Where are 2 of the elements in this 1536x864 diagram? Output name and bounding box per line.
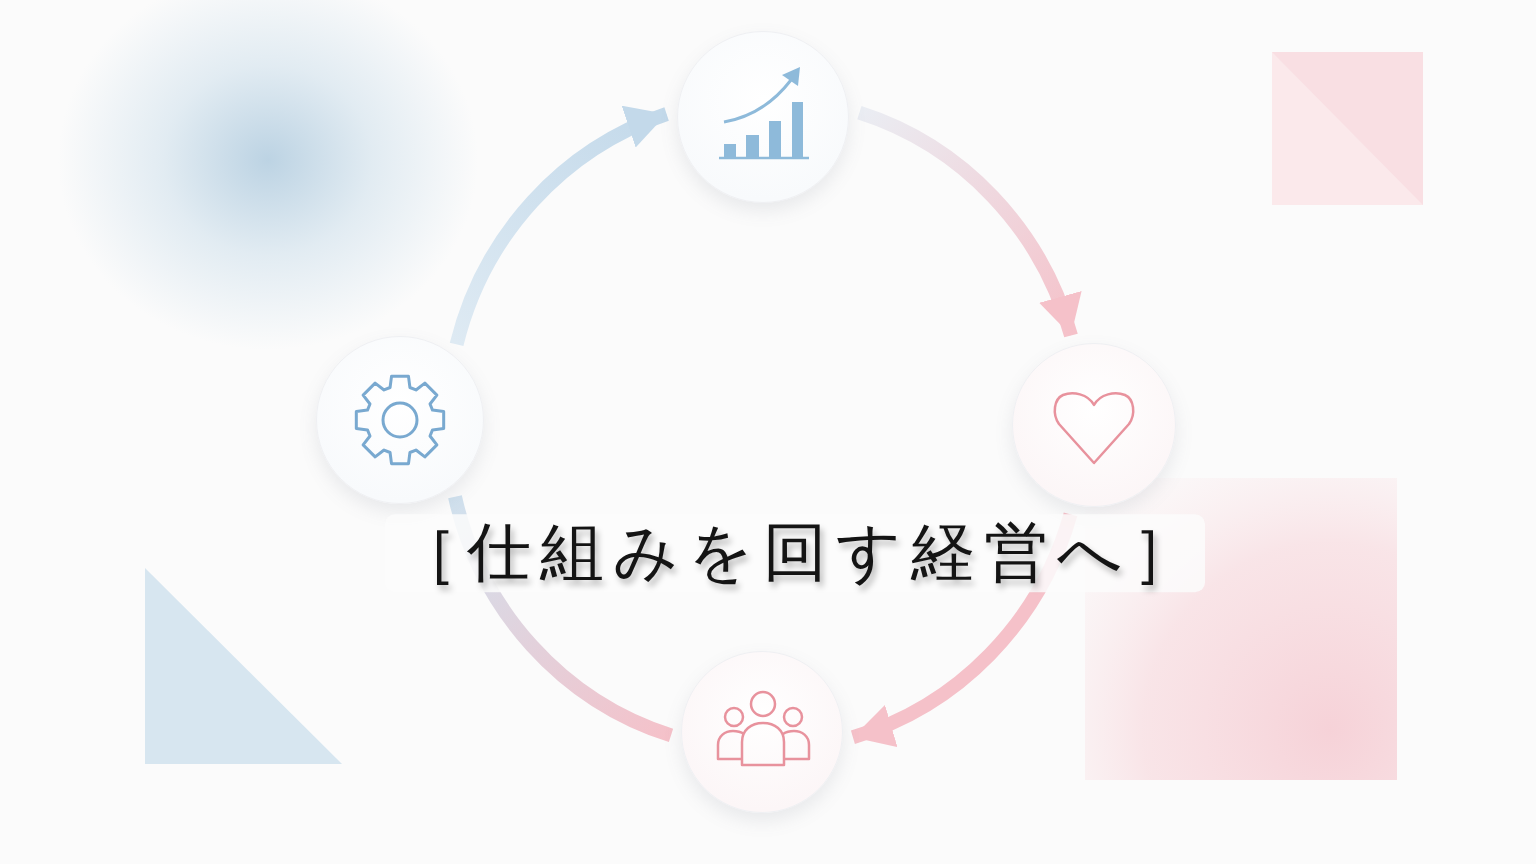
curved-arrow	[449, 107, 670, 347]
curved-arrow	[856, 106, 1079, 338]
